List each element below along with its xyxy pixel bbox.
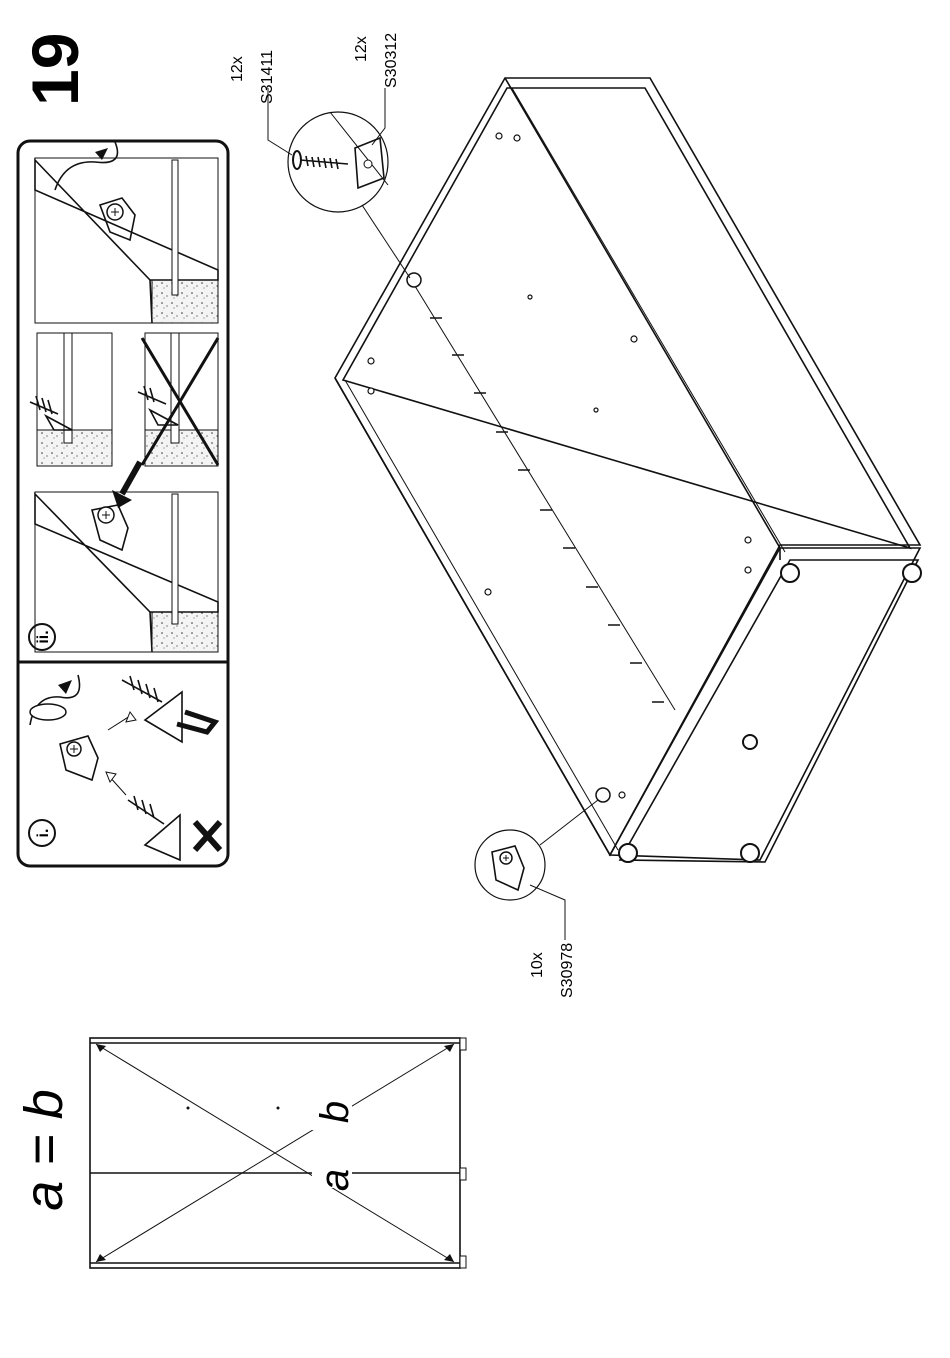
cabinet-feet [619, 564, 921, 862]
diagonal-formula: a = b [14, 1089, 74, 1211]
plate-qty: 12x [353, 36, 370, 62]
detail-panel: ii. [18, 141, 228, 866]
cam-code: S30978 [559, 943, 576, 998]
step-number: 19 [18, 33, 92, 106]
callout-screw-plate: 12x S31411 12x S30312 [229, 33, 410, 278]
cabinet-carcass [335, 78, 921, 862]
callout-cam: 10x S30978 [475, 800, 598, 998]
screw-code: S31411 [259, 50, 276, 104]
rail-screws [430, 318, 664, 702]
section-i-label: i. [35, 829, 52, 838]
screw-qty: 12x [229, 56, 246, 82]
diagonal-label-b: b [313, 1101, 357, 1123]
diagonal-check-diagram: a = b a b [14, 1038, 466, 1268]
section-ii-label: ii. [35, 630, 52, 643]
plate-code: S30312 [383, 33, 400, 88]
diagonal-label-a: a [313, 1169, 357, 1191]
cam-qty: 10x [529, 952, 546, 978]
